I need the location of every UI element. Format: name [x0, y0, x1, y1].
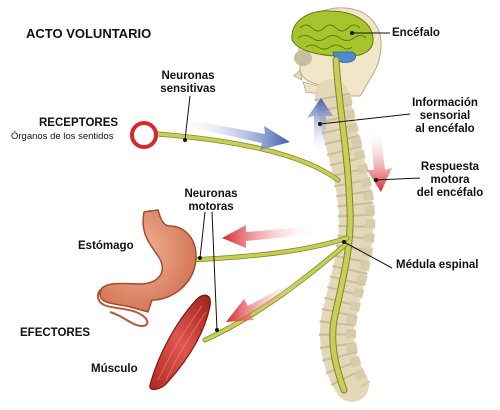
receptor-ring-icon [130, 121, 158, 149]
label-neuronas-motoras: Neuronas motoras [184, 188, 238, 213]
diagram-title: ACTO VOLUNTARIO [26, 26, 152, 41]
leader-lines [184, 32, 421, 331]
leader-dots [183, 31, 378, 332]
sensory-arrow-up [307, 98, 333, 156]
motor-arrow-muscle [226, 278, 303, 322]
label-efectores: EFECTORES [20, 327, 91, 339]
label-estomago: Estómago [78, 240, 134, 252]
label-encefalo: Encéfalo [392, 27, 440, 39]
label-respuesta-motora: Respuesta motora del encéfalo [416, 161, 484, 199]
label-musculo: Músculo [91, 363, 138, 375]
muscle-icon [149, 294, 211, 390]
label-informacion-sensorial: Información sensorial al encéfalo [412, 97, 478, 135]
motor-nerve-stomach [187, 235, 350, 263]
label-medula-espinal: Médula espinal [396, 259, 479, 271]
stomach-icon [96, 209, 197, 328]
brain-icon [291, 10, 374, 63]
motor-arrow-down [367, 128, 392, 192]
label-receptores: RECEPTORES [39, 117, 119, 129]
sensory-arrow-horizontal [176, 118, 290, 150]
label-neuronas-sensitivas: Neuronas sensitivas [160, 70, 216, 95]
label-organos-sentidos: Órganos de los sentidos [11, 131, 114, 142]
motor-arrow-stomach [222, 225, 318, 248]
